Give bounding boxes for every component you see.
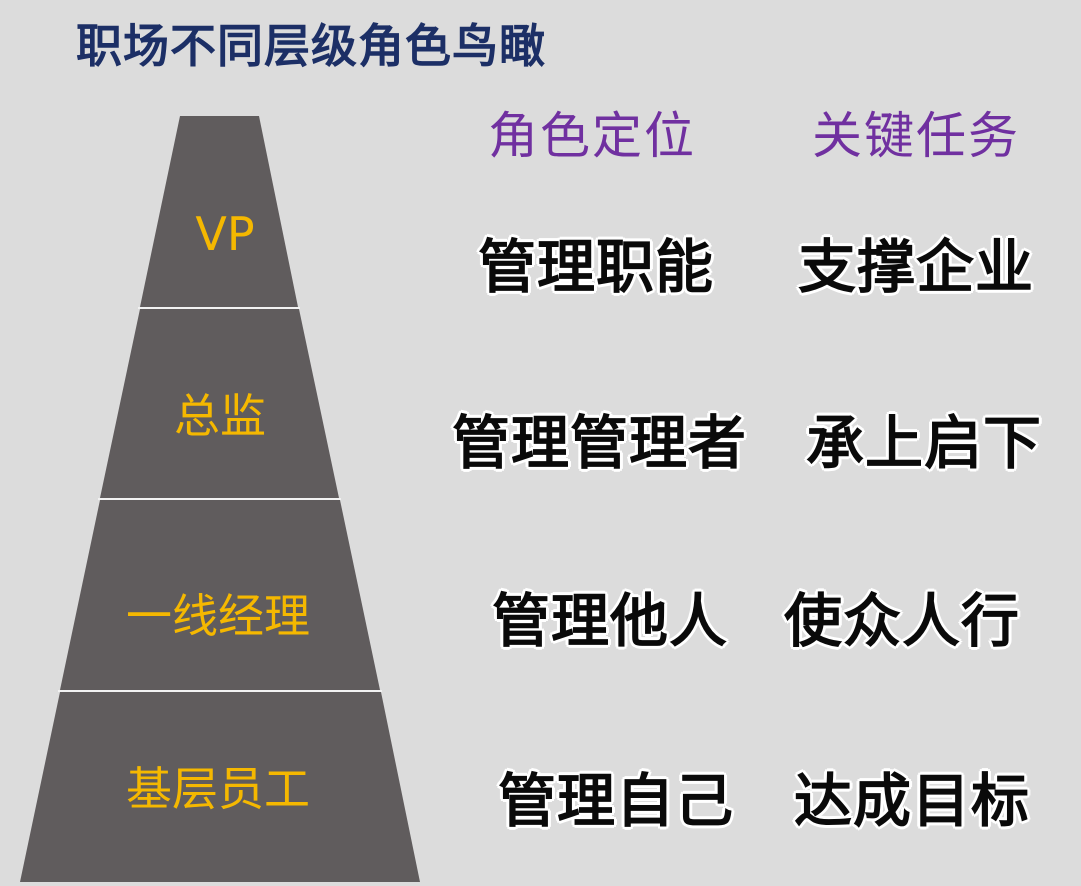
task-frontline-manager: 使众人行 — [784, 587, 1021, 655]
level-label-director: 总监 — [174, 389, 266, 443]
role-staff: 管理自己 — [498, 767, 735, 835]
pyramid-level-director: 总监 — [100, 309, 339, 498]
pyramid-segment-frontline-manager — [60, 500, 380, 690]
pyramid-level-staff: 基层员工 — [20, 692, 420, 882]
page-title: 职场不同层级角色鸟瞰 — [76, 19, 546, 73]
column-header-role: 角色定位 — [488, 107, 696, 165]
pyramid-level-frontline-manager: 一线经理 — [60, 500, 380, 690]
level-label-frontline-manager: 一线经理 — [126, 589, 310, 643]
role-vp: 管理职能 — [478, 233, 715, 301]
task-director: 承上启下 — [806, 409, 1043, 477]
pyramid-segment-staff — [20, 692, 420, 882]
role-frontline-manager: 管理他人 — [492, 587, 729, 655]
pyramid-segment-director — [100, 309, 339, 498]
pyramid-level-vp: VP — [140, 116, 298, 307]
role-director: 管理管理者 — [452, 409, 748, 477]
task-vp: 支撑企业 — [798, 233, 1035, 301]
task-staff: 达成目标 — [794, 767, 1031, 835]
pyramid-segment-vp — [140, 116, 298, 307]
column-header-task: 关键任务 — [812, 107, 1020, 165]
level-label-vp: VP — [195, 207, 254, 261]
level-label-staff: 基层员工 — [126, 762, 310, 816]
